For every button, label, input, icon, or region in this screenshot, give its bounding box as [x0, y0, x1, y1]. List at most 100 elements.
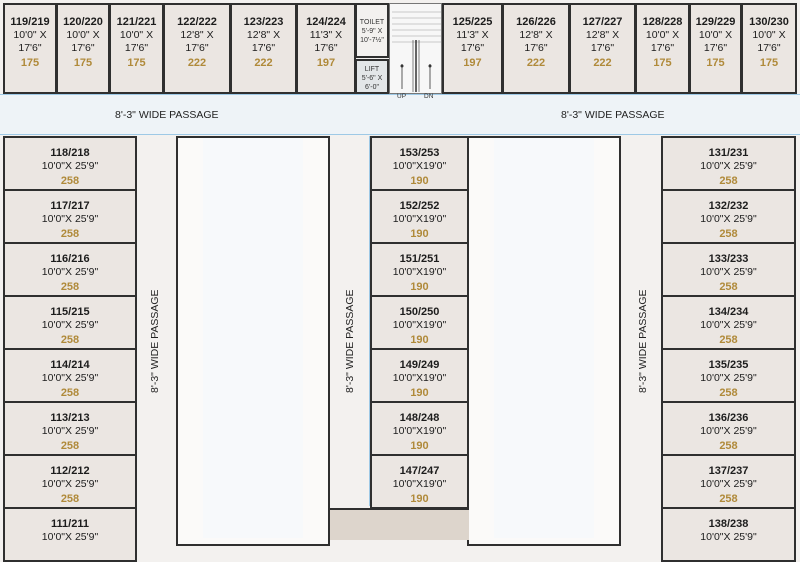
unit-dimension: 17'6"	[185, 42, 209, 54]
unit-dimension: 12'8" X	[246, 29, 281, 41]
unit-dimension: 10'0"X19'0"	[392, 372, 447, 384]
unit-number: 116/216	[50, 253, 90, 265]
unit-number: 149/249	[399, 359, 440, 371]
unit-area: 175	[706, 57, 725, 69]
unit-number: 131/231	[708, 147, 749, 159]
unit-number: 134/234	[708, 306, 749, 318]
unit-number: 126/226	[516, 16, 556, 28]
unit-dimension: 17'6"	[757, 42, 781, 54]
unit-dimension: 17'6"	[650, 42, 675, 54]
unit-dimension: 10'0"X19'0"	[392, 266, 447, 278]
unit-area: 258	[60, 228, 80, 240]
unit-dimension: 11'3" X	[309, 29, 343, 41]
unit-dimension: 17'6"	[251, 42, 276, 54]
lift-label: LIFT	[364, 66, 380, 73]
stair-down-label: DN	[424, 93, 434, 100]
unit-dimension: 10'0"X 25'9"	[700, 478, 757, 490]
passage-edge-line	[0, 134, 800, 135]
unit-dimension: 10'0"X 25'9"	[700, 319, 757, 331]
unit-number: 125/225	[452, 16, 493, 28]
unit-number: 115/215	[50, 306, 90, 318]
passage-label-vertical-right: 8'-3" WIDE PASSAGE	[637, 289, 649, 393]
unit-dimension: 17'6"	[314, 42, 338, 54]
unit-area: 258	[60, 334, 80, 346]
unit-dimension: 17'6"	[703, 42, 728, 54]
unit-area: 222	[254, 57, 273, 69]
lift-shaft[interactable]: LIFT 5'-6" X 6'-0"	[355, 59, 389, 94]
unit-number: 122/222	[177, 16, 217, 28]
unit-area: 175	[759, 57, 779, 69]
unit-area: 258	[719, 334, 738, 346]
unit-area: 190	[410, 440, 429, 452]
unit-area: 190	[410, 387, 429, 399]
unit-number: 133/233	[708, 253, 749, 265]
unit-dimension: 10'0" X	[698, 29, 733, 41]
lobby-area	[330, 508, 469, 540]
unit-dimension: 10'0"X 25'9"	[700, 425, 757, 437]
unit-number: 151/251	[399, 253, 440, 265]
passage-edge-line	[0, 94, 800, 95]
unit-area: 190	[410, 228, 429, 240]
unit-dimension: 10'0" X	[752, 29, 786, 41]
staircase-drawing	[392, 11, 441, 92]
unit-dimension: 12'8" X	[180, 29, 214, 41]
passage-strip	[494, 138, 594, 538]
unit-number: 147/247	[399, 465, 440, 477]
lift-dim-2: 6'-0"	[365, 84, 379, 91]
unit-number: 130/230	[749, 16, 789, 28]
unit-dimension: 17'6"	[18, 42, 42, 54]
staircase[interactable]: UP DN	[389, 3, 442, 100]
unit-number: 111/211	[51, 518, 89, 530]
unit-dimension: 17'6"	[71, 42, 95, 54]
unit-dimension: 10'0"X 25'9"	[41, 319, 99, 331]
unit-number: 114/214	[50, 359, 90, 371]
unit-dimension: 17'6"	[524, 42, 548, 54]
unit-number: 153/253	[399, 147, 440, 159]
toilet-room[interactable]: TOILET 5'-9" X 10'-7½"	[355, 3, 389, 58]
unit-number: 150/250	[399, 306, 440, 318]
unit-area: 175	[653, 57, 672, 69]
unit-dimension: 10'0"X19'0"	[392, 319, 447, 331]
unit-dimension: 17'6"	[460, 42, 485, 54]
toilet-label: TOILET	[359, 19, 385, 26]
unit-area: 222	[593, 57, 612, 69]
unit-number: 117/217	[50, 200, 90, 212]
unit-area: 258	[719, 281, 738, 293]
unit-number: 112/212	[50, 465, 90, 477]
